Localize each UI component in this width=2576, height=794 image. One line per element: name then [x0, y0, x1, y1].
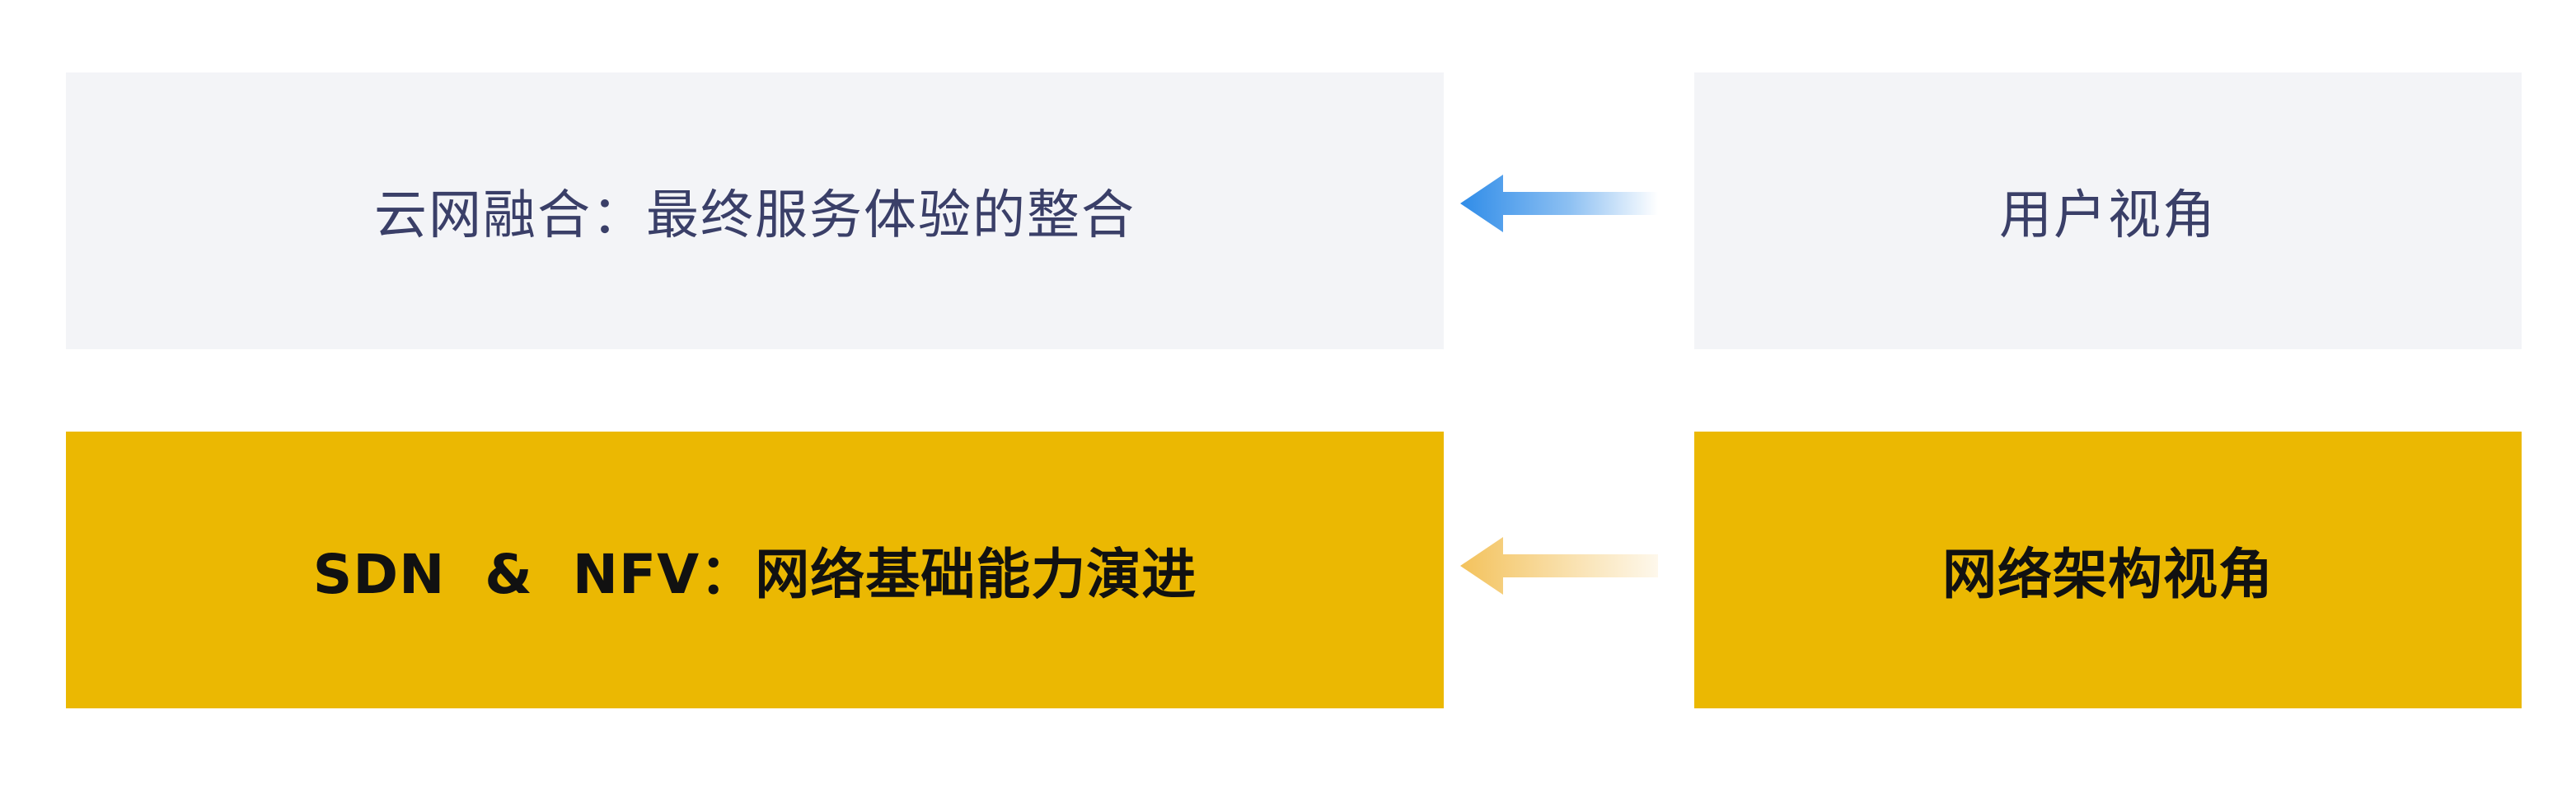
user-perspective-label: 用户视角	[1999, 185, 2217, 246]
cloud-network-integration-box: 云网融合：最终服务体验的整合	[66, 72, 1444, 349]
network-architecture-perspective-box: 网络架构视角	[1694, 432, 2522, 708]
cloud-network-integration-label: 云网融合：最终服务体验的整合	[374, 185, 1136, 246]
sdn-nfv-label: SDN & NFV：网络基础能力演进	[312, 543, 1197, 606]
sdn-nfv-box: SDN & NFV：网络基础能力演进	[66, 432, 1444, 708]
arrow-left-blue-icon	[1460, 175, 1658, 232]
network-architecture-perspective-label: 网络架构视角	[1942, 543, 2274, 606]
arrow-left-orange-icon	[1460, 537, 1658, 595]
user-perspective-box: 用户视角	[1694, 72, 2522, 349]
